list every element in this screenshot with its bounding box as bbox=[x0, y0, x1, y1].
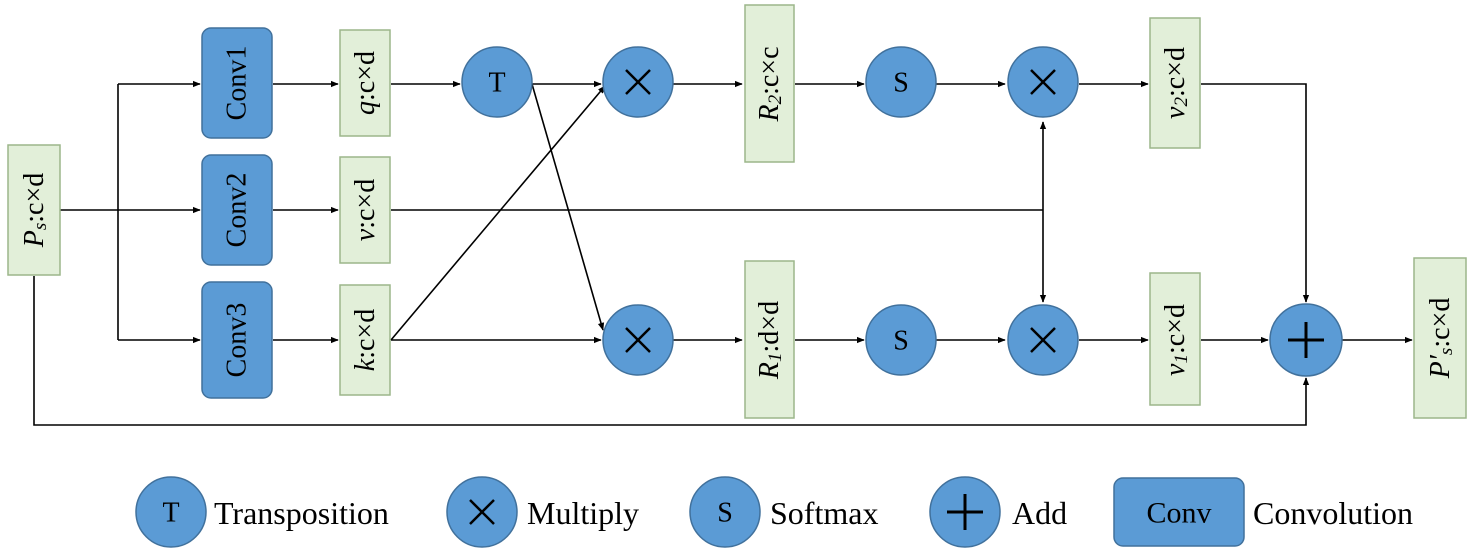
feature-r2-label: R2:c×c bbox=[754, 46, 786, 122]
multiply-icon bbox=[625, 327, 651, 353]
multiply-op-top-right bbox=[1007, 46, 1079, 118]
feature-r1: R1:d×d bbox=[744, 260, 795, 419]
feature-v1-label: v1:c×d bbox=[1160, 304, 1192, 376]
legend-add-label: Add bbox=[1012, 495, 1067, 531]
feature-output-label: P′s:c×d bbox=[1425, 298, 1457, 380]
conv2-label: Conv2 bbox=[222, 173, 253, 248]
legend: T Transposition Multiply S Softmax Add bbox=[135, 476, 1413, 548]
softmax-symbol: S bbox=[893, 326, 909, 357]
conv3-block: Conv3 bbox=[201, 281, 273, 399]
multiply-icon bbox=[469, 499, 495, 525]
multiply-op-top-left bbox=[602, 46, 674, 118]
feature-k-label: k:c×d bbox=[350, 309, 381, 371]
transpose-op: T bbox=[461, 46, 533, 118]
legend-multiply-label: Multiply bbox=[527, 495, 639, 531]
feature-v-label: v:c×d bbox=[350, 179, 381, 241]
feature-r1-label: R1:d×d bbox=[754, 301, 786, 380]
add-op bbox=[1269, 303, 1343, 377]
feature-v2: v2:c×d bbox=[1149, 17, 1201, 149]
multiply-icon bbox=[625, 69, 651, 95]
arrow-transpose-to-mult-bottom bbox=[531, 83, 605, 331]
legend-transposition: T Transposition bbox=[135, 476, 389, 548]
legend-softmax-label: Softmax bbox=[770, 495, 878, 531]
arrow-residual-to-add bbox=[33, 276, 1310, 426]
conv3-label: Conv3 bbox=[222, 303, 253, 378]
softmax-op-top: S bbox=[865, 46, 937, 118]
feature-v2-label: v2:c×d bbox=[1160, 47, 1192, 119]
legend-softmax: S Softmax bbox=[689, 476, 878, 548]
multiply-op-bottom-right bbox=[1007, 304, 1079, 376]
legend-multiply: Multiply bbox=[446, 476, 639, 548]
multiply-icon bbox=[1030, 69, 1056, 95]
arrow-k-to-mult-top bbox=[390, 85, 606, 341]
feature-k: k:c×d bbox=[339, 284, 391, 396]
softmax-symbol: S bbox=[893, 68, 909, 99]
conv1-block: Conv1 bbox=[201, 27, 273, 139]
feature-r2: R2:c×c bbox=[744, 4, 795, 163]
feature-v1: v1:c×d bbox=[1149, 272, 1201, 406]
legend-convolution: Conv Convolution bbox=[1113, 477, 1413, 547]
feature-v: v:c×d bbox=[339, 156, 391, 264]
multiply-icon bbox=[1030, 327, 1056, 353]
arrow-v2-to-add bbox=[1201, 83, 1310, 303]
multiply-op-bottom-left bbox=[602, 304, 674, 376]
legend-transposition-label: Transposition bbox=[214, 495, 389, 531]
connectors bbox=[33, 80, 1413, 426]
feature-q-label: q:c×d bbox=[350, 51, 381, 115]
plus-icon bbox=[1288, 322, 1324, 358]
feature-ps: Ps:c×d bbox=[7, 144, 61, 276]
feature-output: P′s:c×d bbox=[1413, 257, 1467, 419]
conv2-block: Conv2 bbox=[201, 154, 273, 266]
legend-convolution-label: Convolution bbox=[1253, 495, 1413, 531]
feature-ps-label: Ps:c×d bbox=[19, 173, 51, 249]
softmax-op-bottom: S bbox=[865, 304, 937, 376]
legend-transposition-symbol: T bbox=[162, 498, 179, 529]
plus-icon bbox=[947, 494, 983, 530]
feature-q: q:c×d bbox=[339, 29, 391, 137]
legend-softmax-symbol: S bbox=[717, 498, 733, 529]
conv1-label: Conv1 bbox=[222, 46, 253, 121]
legend-add: Add bbox=[929, 476, 1067, 548]
legend-convolution-symbol: Conv bbox=[1146, 497, 1211, 530]
transpose-symbol: T bbox=[488, 68, 505, 99]
